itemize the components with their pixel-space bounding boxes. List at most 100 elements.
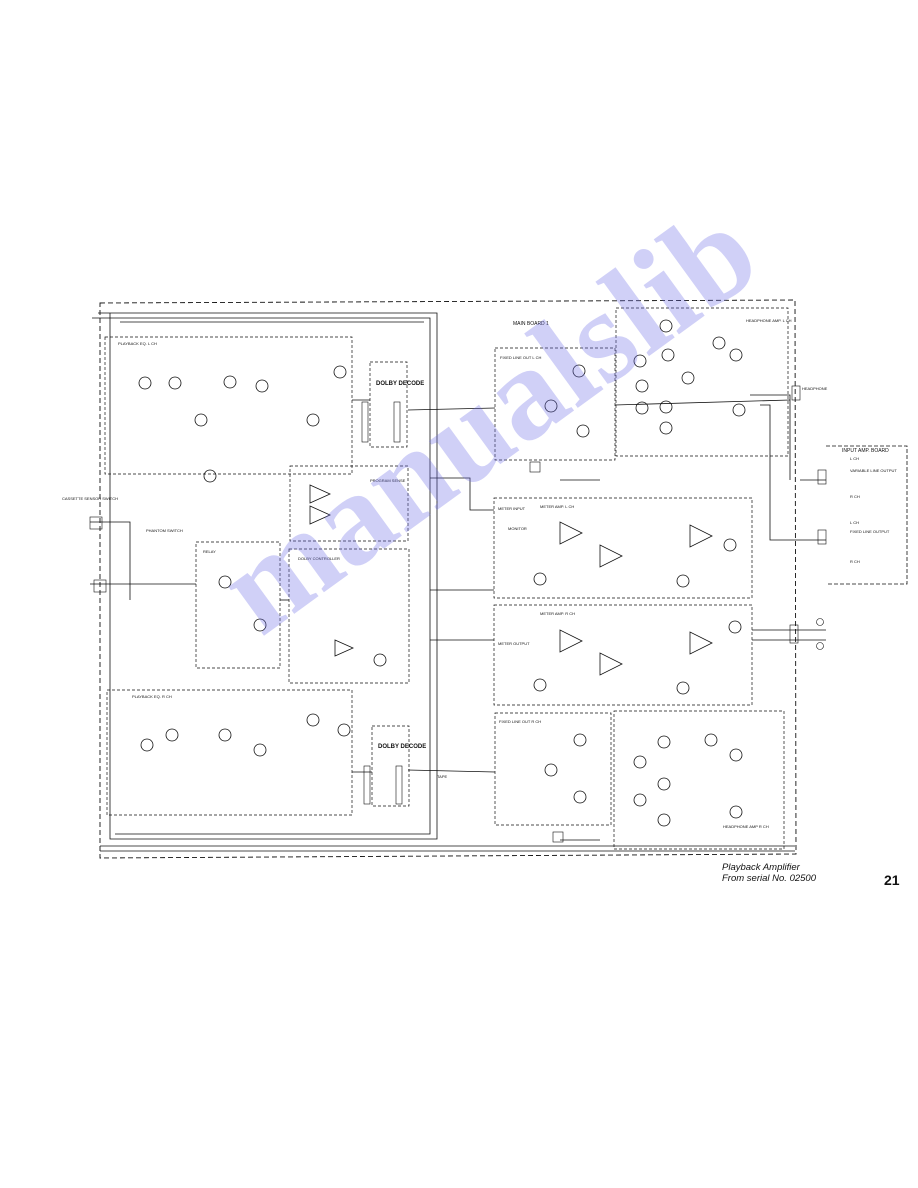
transistor-symbol (633, 354, 647, 368)
transistor-symbol (728, 620, 742, 634)
input-amp-board-outline (826, 445, 908, 585)
transistor-symbol (337, 723, 351, 737)
transistor-symbol (659, 319, 673, 333)
caption-line-2: From serial No. 02500 (722, 873, 816, 884)
transistor-symbol (704, 733, 718, 747)
playback-eq-r-label: PLAYBACK EQ. R CH (132, 694, 172, 699)
connector-strip (89, 516, 103, 530)
headphone-amp-l-label: HEADPHONE AMP. L CH (746, 318, 792, 323)
transistor-symbol (729, 748, 743, 762)
transistor-symbol (729, 348, 743, 362)
page-number: 21 (884, 872, 900, 888)
transistor-symbol (140, 738, 154, 752)
opamp-symbol (689, 524, 713, 548)
phantom-switch-label: PHANTOM SWITCH (146, 528, 183, 533)
connector-strip (789, 624, 799, 644)
meter-amp-r-block (493, 604, 753, 706)
fixed-line-out-l-label: FIXED LINE OUT L CH (500, 355, 541, 360)
opamp-symbol (309, 505, 331, 525)
connector-strip (817, 469, 827, 485)
headphone-connector-label: HEADPHONE (802, 386, 828, 391)
dolby-controller-block (288, 548, 410, 684)
main-board-label: MAIN BOARD 1 (513, 321, 549, 327)
transistor-symbol (223, 375, 237, 389)
transistor-symbol (729, 805, 743, 819)
dolby-decode-top-label: DOLBY DECODE (376, 381, 424, 387)
fixed-line-out-r-label: FIXED LINE OUT R CH (499, 719, 541, 724)
transistor-symbol (676, 681, 690, 695)
fixed-line-output-label: FIXED LINE OUTPUT (850, 529, 890, 534)
transistor-symbol (633, 755, 647, 769)
transistor-symbol (218, 575, 232, 589)
transistor-symbol (676, 574, 690, 588)
main-board-outline (99, 299, 797, 859)
transistor-symbol (306, 413, 320, 427)
fixed-line-out-r-block (494, 712, 612, 826)
dolby-controller-label: DOLBY CONTROLLER (298, 556, 340, 561)
transistor-symbol (712, 336, 726, 350)
opamp-symbol (334, 639, 354, 657)
transistor-symbol (573, 733, 587, 747)
transistor-symbol (659, 400, 673, 414)
labels: MAIN BOARD 1 INPUT AMP. BOARD PLAYBACK E… (62, 318, 897, 829)
transistor-symbol (253, 618, 267, 632)
transistor-symbol (657, 777, 671, 791)
opamp-symbols (309, 484, 713, 676)
input-l-ch-top-label: L CH (850, 456, 859, 461)
meter-output-label: METER OUTPUT (498, 641, 530, 646)
transistor-symbol (732, 403, 746, 417)
transistor-symbol (253, 743, 267, 757)
transistor-symbol (218, 728, 232, 742)
opamp-symbol (309, 484, 331, 504)
connector-strip (363, 765, 371, 805)
connector-strip (529, 461, 541, 473)
meter-symbol (816, 618, 824, 626)
transistor-symbol (657, 813, 671, 827)
transistor-symbol (661, 348, 675, 362)
cassette-sensor-switch-label: CASSETTE SENSOR SWITCH (62, 496, 118, 501)
transistor-symbol (544, 763, 558, 777)
transistor-symbol (168, 376, 182, 390)
transistor-symbol (573, 790, 587, 804)
transistor-symbol (635, 401, 649, 415)
opamp-symbol (559, 629, 583, 653)
input-r-ch-top-label: R CH (850, 494, 860, 499)
meter-amp-l-label: METER AMP. L CH (540, 504, 574, 509)
caption-line-1: Playback Amplifier (722, 862, 800, 873)
transistor-symbol (165, 728, 179, 742)
connector-strip (93, 579, 107, 593)
transistor-symbol (723, 538, 737, 552)
relay-label: RELAY (203, 549, 216, 554)
transistor-symbol (659, 421, 673, 435)
opamp-symbol (559, 521, 583, 545)
transistor-symbol (203, 469, 217, 483)
connector-strip (361, 401, 369, 443)
input-r-ch-bottom-label: R CH (850, 559, 860, 564)
transistor-symbol (633, 793, 647, 807)
dolby-decode-bottom-label: DOLBY DECODE (378, 744, 426, 750)
transistor-symbol (681, 371, 695, 385)
transistor-symbol (635, 379, 649, 393)
transistor-symbol (194, 413, 208, 427)
program-sense-block (289, 465, 409, 542)
playback-eq-l-block (104, 336, 353, 475)
opamp-symbol (599, 652, 623, 676)
wiring (90, 312, 826, 852)
connector-pins (89, 385, 827, 843)
transistor-symbols (138, 319, 746, 827)
transistor-symbol (255, 379, 269, 393)
transistor-symbol (533, 572, 547, 586)
meter-symbol (816, 642, 824, 650)
meter-input-label: METER INPUT (498, 506, 526, 511)
program-sense-label: PROGRAM SENSE (370, 478, 406, 483)
variable-line-output-label: VARIABLE LINE OUTPUT (850, 468, 897, 473)
connector-strip (395, 765, 403, 805)
dolby-decode-bottom-block (371, 725, 410, 807)
headphone-amp-l-block (615, 307, 789, 457)
fixed-line-out-l-block (494, 347, 616, 461)
transistor-symbol (533, 678, 547, 692)
transistor-symbol (306, 713, 320, 727)
meter-amp-l-block (493, 497, 753, 599)
input-l-ch-bottom-label: L CH (850, 520, 859, 525)
playback-eq-l-label: PLAYBACK EQ. L CH (118, 341, 157, 346)
